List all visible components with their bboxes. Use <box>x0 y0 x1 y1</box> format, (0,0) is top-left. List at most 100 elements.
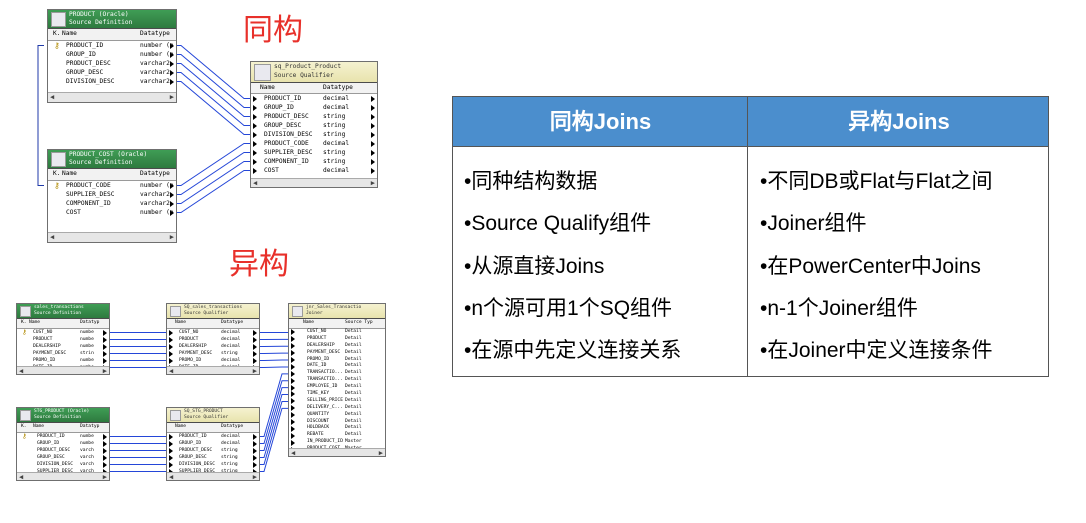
output-port-arrow[interactable] <box>253 336 257 343</box>
output-port-arrow[interactable] <box>253 461 257 468</box>
input-port-arrow[interactable] <box>291 419 295 426</box>
scroll-right-icon[interactable]: ▶ <box>370 179 375 187</box>
output-port-arrow[interactable] <box>371 95 375 102</box>
input-port-arrow[interactable] <box>169 336 173 343</box>
output-port-arrow[interactable] <box>371 167 375 174</box>
output-port-arrow[interactable] <box>170 78 174 85</box>
output-port-arrow[interactable] <box>253 329 257 336</box>
input-port-arrow[interactable] <box>291 343 295 350</box>
input-port-arrow[interactable] <box>253 113 257 120</box>
scroll-right-icon[interactable]: ▶ <box>252 367 257 375</box>
horizontal-scrollbar[interactable]: ◀▶ <box>48 92 176 102</box>
output-port-arrow[interactable] <box>371 131 375 138</box>
output-port-arrow[interactable] <box>103 357 107 364</box>
output-port-arrow[interactable] <box>103 350 107 357</box>
output-port-arrow[interactable] <box>103 336 107 343</box>
input-port-arrow[interactable] <box>253 131 257 138</box>
output-port-arrow[interactable] <box>170 60 174 67</box>
horizontal-scrollbar[interactable]: ◀▶ <box>289 448 385 457</box>
input-port-arrow[interactable] <box>169 343 173 350</box>
input-port-arrow[interactable] <box>253 140 257 147</box>
port-row[interactable]: DELIVERY_C...Detail <box>289 405 385 412</box>
input-port-arrow[interactable] <box>253 95 257 102</box>
output-port-arrow[interactable] <box>253 440 257 447</box>
scroll-left-icon[interactable]: ◀ <box>19 367 24 375</box>
input-port-arrow[interactable] <box>291 432 295 439</box>
horizontal-scrollbar[interactable]: ◀▶ <box>167 472 259 481</box>
input-port-arrow[interactable] <box>291 405 295 412</box>
scroll-right-icon[interactable]: ▶ <box>169 93 174 101</box>
output-port-arrow[interactable] <box>253 468 257 475</box>
input-port-arrow[interactable] <box>169 329 173 336</box>
output-port-arrow[interactable] <box>371 149 375 156</box>
output-port-arrow[interactable] <box>170 42 174 49</box>
input-port-arrow[interactable] <box>169 440 173 447</box>
output-port-arrow[interactable] <box>253 447 257 454</box>
input-port-arrow[interactable] <box>169 357 173 364</box>
output-port-arrow[interactable] <box>170 209 174 216</box>
port-row[interactable]: TRANSACTIO...Detail <box>289 370 385 377</box>
input-port-arrow[interactable] <box>253 158 257 165</box>
output-port-arrow[interactable] <box>103 343 107 350</box>
horizontal-scrollbar[interactable]: ◀▶ <box>17 472 109 481</box>
output-port-arrow[interactable] <box>103 433 107 440</box>
input-port-arrow[interactable] <box>291 350 295 357</box>
panel-title-bar[interactable]: PRODUCT_COST (Oracle)Source Definition <box>48 150 176 169</box>
output-port-arrow[interactable] <box>253 433 257 440</box>
output-port-arrow[interactable] <box>103 468 107 475</box>
output-port-arrow[interactable] <box>170 51 174 58</box>
panel-title-bar[interactable]: PRODUCT (Oracle)Source Definition <box>48 10 176 29</box>
output-port-arrow[interactable] <box>103 440 107 447</box>
input-port-arrow[interactable] <box>253 104 257 111</box>
port-row[interactable]: TRANSACTIO...Detail <box>289 377 385 384</box>
input-port-arrow[interactable] <box>253 149 257 156</box>
input-port-arrow[interactable] <box>291 425 295 432</box>
output-port-arrow[interactable] <box>371 122 375 129</box>
input-port-arrow[interactable] <box>291 384 295 391</box>
input-port-arrow[interactable] <box>169 350 173 357</box>
scroll-left-icon[interactable]: ◀ <box>169 473 174 481</box>
input-port-arrow[interactable] <box>291 336 295 343</box>
input-port-arrow[interactable] <box>291 398 295 405</box>
